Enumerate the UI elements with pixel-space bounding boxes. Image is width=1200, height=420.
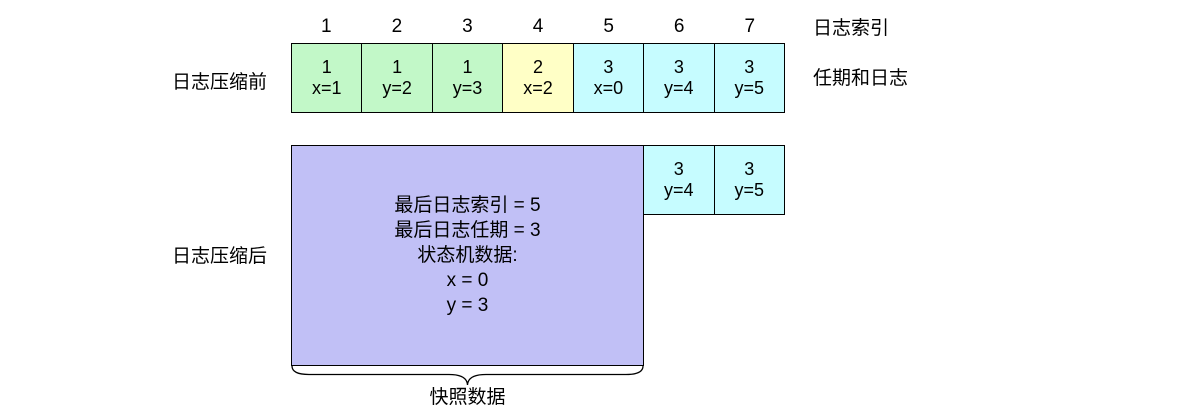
log-index-value: 7 [744,16,756,37]
snapshot-line: x = 0 [446,270,489,291]
entry-command: x=1 [311,78,342,98]
snapshot-line: 状态机数据: [417,245,518,266]
log-entry-cell: 3 x=0 [572,43,645,113]
entry-command: y=5 [734,180,765,200]
snapshot-line: 最后日志任期 = 3 [394,220,541,241]
entry-term: 1 [392,57,403,77]
entry-command: x=2 [523,78,553,98]
term-and-log-label: 任期和日志 [813,68,909,89]
entry-term: 3 [744,57,755,77]
entry-command: y=5 [734,78,764,98]
entry-term: 3 [603,57,614,77]
log-before-row: 1 x=1 1 y=2 1 y=3 2 x=2 3 x=0 3 y=4 3 y=… [291,43,785,113]
snapshot-brace [291,366,644,386]
log-index-axis-label: 日志索引 [813,18,890,39]
entry-term: 3 [673,57,684,77]
log-entry-cell: 1 x=1 [291,43,363,113]
entry-command: y=3 [452,78,483,98]
after-compaction-label: 日志压缩后 [171,246,267,267]
log-entry-cell: 2 x=2 [502,43,574,113]
entry-term: 3 [673,159,684,179]
entry-term: 2 [532,57,543,77]
entry-command: y=2 [382,78,412,98]
log-entry-cell: 3 y=5 [713,145,785,215]
log-entry-cell: 3 y=4 [643,43,715,113]
before-compaction-label: 日志压缩前 [171,72,267,93]
entry-term: 1 [321,57,332,77]
log-index-value: 4 [532,16,544,37]
snapshot-line: y = 3 [446,295,489,316]
log-index-value: 2 [391,16,403,37]
log-index-value: 6 [673,16,685,37]
log-entry-cell: 1 y=2 [361,43,433,113]
snapshot-line: 最后日志索引 = 5 [394,195,541,216]
entry-term: 3 [744,159,755,179]
log-index-value: 1 [321,16,332,37]
entry-command: x=0 [593,78,624,98]
log-index-value: 5 [603,16,614,37]
log-after-cells: 3 y=4 3 y=5 [643,145,785,215]
snapshot-contents: 最后日志索引 = 5 最后日志任期 = 3 状态机数据: x = 0 y = 3 [394,193,540,318]
entry-command: y=4 [664,78,694,98]
snapshot-box: 最后日志索引 = 5 最后日志任期 = 3 状态机数据: x = 0 y = 3 [291,145,644,366]
entry-term: 1 [462,57,473,77]
log-entry-cell: 3 y=5 [713,43,785,113]
snapshot-data-label: 快照数据 [429,387,506,408]
entry-command: y=4 [663,180,694,200]
log-entry-cell: 3 y=4 [643,145,715,215]
log-index-value: 3 [462,16,473,37]
log-entry-cell: 1 y=3 [431,43,504,113]
log-index-row: 1 2 3 4 5 6 7 [291,16,785,38]
